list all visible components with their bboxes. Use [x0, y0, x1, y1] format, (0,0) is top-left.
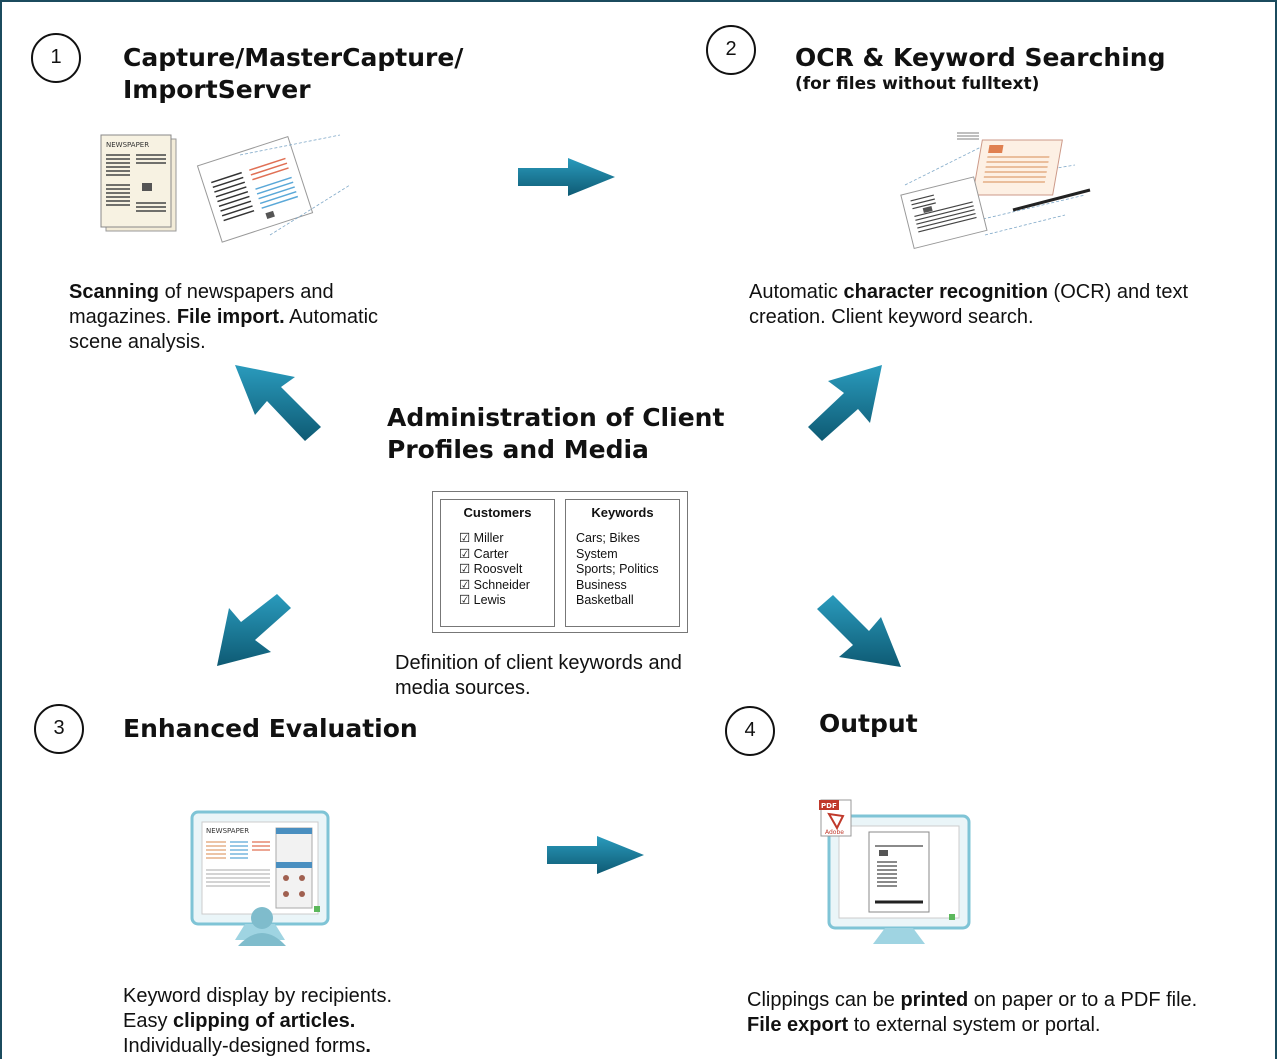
newspaper-masthead: NEWSPAPER [106, 141, 149, 149]
step-2-desc-bold1: character recognition [843, 281, 1048, 303]
pdf-icon: PDF Adobe [819, 799, 852, 837]
step-4-desc-bold2: File export [747, 1014, 849, 1036]
step-4-number: 4 [725, 706, 775, 756]
keyword-item: Cars; Bikes [576, 531, 640, 545]
arrow-down-left [217, 594, 291, 666]
step-2-desc-text3: creation. Client keyword search. [749, 306, 1034, 328]
arrow-down-right [817, 595, 901, 667]
evaluation-newspaper-masthead: NEWSPAPER [206, 827, 249, 835]
step-3-desc-line1: Keyword display by recipients. [123, 985, 393, 1007]
customers-column: Customers ☑ Miller ☑ Carter ☑ Roosvelt ☑… [440, 499, 555, 627]
pdf-label: PDF [821, 802, 837, 810]
step-1-title-line2: ImportServer [123, 75, 311, 104]
step-4-desc-text1: Clippings can be [747, 989, 901, 1011]
keyword-item: Basketball [576, 593, 634, 607]
customer-item: ☑ Lewis [459, 593, 506, 607]
ocr-text-layer [972, 139, 1063, 196]
step-4-desc-bold1: printed [900, 989, 969, 1011]
step-1-desc-text4: scene analysis. [69, 331, 206, 353]
step-1-desc-text1: of newspapers and [159, 281, 334, 303]
customer-item: ☑ Miller [459, 531, 504, 545]
arrow-up-left [235, 365, 321, 441]
step-1-description: Scanning of newspapers and magazines. Fi… [69, 280, 378, 355]
center-description: Definition of client keywords and media … [395, 651, 682, 701]
keyword-item: Sports; Politics [576, 562, 659, 576]
step-1-title-line1: Capture/MasterCapture/ [123, 43, 464, 72]
step-1-desc-text2: magazines. [69, 306, 177, 328]
step-2-desc-text1: Automatic [749, 281, 844, 303]
output-monitor-illustration: PDF Adobe [819, 799, 971, 944]
scanned-page-icon [196, 136, 314, 243]
client-profile-table: Customers ☑ Miller ☑ Carter ☑ Roosvelt ☑… [432, 491, 688, 633]
center-title-line2: Profiles and Media [387, 435, 649, 464]
keywords-list: Cars; Bikes System Sports; Politics Busi… [566, 531, 679, 609]
evaluation-monitor-illustration: NEWSPAPER [190, 810, 330, 946]
keyword-item: Business [576, 577, 627, 592]
step-3-number: 3 [34, 704, 84, 754]
step-3-description: Keyword display by recipients. Easy clip… [123, 984, 392, 1059]
adobe-label: Adobe [825, 829, 844, 836]
center-title: Administration of Client Profiles and Me… [387, 402, 724, 466]
step-1-desc-text3: Automatic [284, 306, 379, 328]
step-2-description: Automatic character recognition (OCR) an… [749, 280, 1188, 330]
step-2-desc-text2: (OCR) and text [1048, 281, 1189, 303]
center-desc-line1: Definition of client keywords and [395, 652, 682, 674]
step-1-number: 1 [31, 33, 81, 83]
step-4-desc-text3: to external system or portal. [848, 1014, 1101, 1036]
customer-item: ☑ Carter [459, 546, 509, 561]
step-2-number: 2 [706, 25, 756, 75]
ocr-illustration [900, 132, 1091, 250]
newspaper-icon: NEWSPAPER [100, 134, 177, 232]
document-page-icon [868, 831, 930, 913]
step-4-title: Output [819, 709, 918, 738]
arrow-up-right [808, 365, 882, 441]
step-3-desc-bold2: clipping of articles. [173, 1010, 356, 1032]
step-2-title-main: OCR & Keyword Searching [795, 43, 1166, 72]
newspaper-page-icon: NEWSPAPER [206, 827, 270, 887]
user-icon [238, 907, 286, 946]
step-3-desc-text2: Easy [123, 1010, 174, 1032]
step-4-desc-text2: on paper or to a PDF file. [968, 989, 1198, 1011]
customer-item: ☑ Schneider [459, 577, 530, 592]
ocr-page-icon [900, 176, 988, 250]
step-2-title: OCR & Keyword Searching (for files witho… [795, 42, 1165, 94]
step-1-title: Capture/MasterCapture/ ImportServer [123, 42, 463, 106]
step-3-desc-bold3: . [365, 1035, 371, 1057]
step-3-desc-text3: Individually-designed forms [123, 1035, 366, 1057]
customers-list: ☑ Miller ☑ Carter ☑ Roosvelt ☑ Schneider… [441, 531, 554, 609]
customers-header: Customers [463, 505, 532, 520]
step-1-desc-bold1: Scanning [69, 281, 160, 303]
step-1-desc-bold2: File import. [176, 306, 285, 328]
customer-item: ☑ Roosvelt [459, 562, 523, 576]
center-title-line1: Administration of Client [387, 403, 725, 432]
step-3-title: Enhanced Evaluation [123, 714, 418, 743]
keyword-item: System [576, 546, 618, 561]
step-4-description: Clippings can be printed on paper or to … [747, 988, 1197, 1038]
keywords-header: Keywords [591, 505, 654, 520]
step-2-subtitle: (for files without fulltext) [795, 74, 1040, 94]
keywords-column: Keywords Cars; Bikes System Sports; Poli… [565, 499, 680, 627]
newspaper-scan-illustration: NEWSPAPER [100, 134, 351, 243]
arrow-right-bottom [547, 836, 644, 874]
center-desc-line2: media sources. [395, 677, 531, 699]
arrow-right-top [518, 158, 615, 196]
